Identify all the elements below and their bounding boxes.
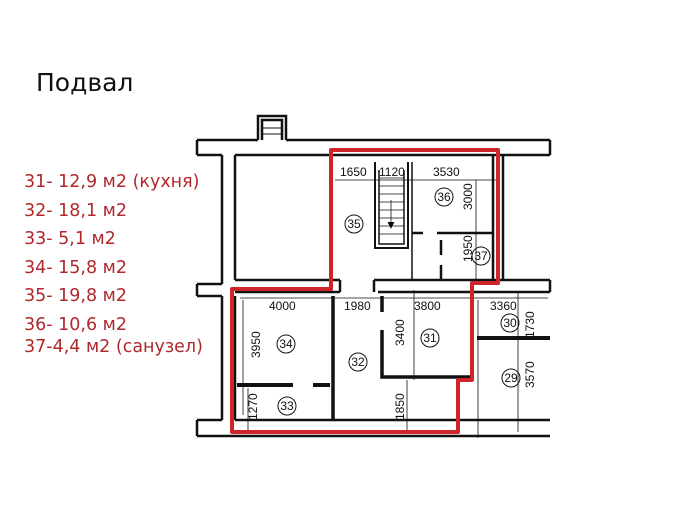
- room-markers: [276, 187, 521, 416]
- dimension-lines: [240, 179, 548, 438]
- room-33: 33: [280, 399, 294, 413]
- room-31: 31: [423, 331, 437, 345]
- legend-item: 31- 12,9 м2 (кухня): [24, 172, 200, 192]
- svg-text:4000: 4000: [269, 299, 296, 313]
- svg-text:3530: 3530: [433, 165, 460, 179]
- svg-text:1980: 1980: [344, 299, 371, 313]
- legend-item: 36- 10,6 м2: [24, 314, 128, 335]
- walls: [195, 114, 552, 438]
- svg-text:1650: 1650: [340, 165, 367, 179]
- legend-item: 34- 15,8 м2: [24, 257, 128, 278]
- svg-text:1850: 1850: [393, 393, 407, 420]
- floor-title: Подвал: [36, 68, 134, 97]
- room-35: 35: [347, 217, 361, 231]
- room-37: 37: [474, 249, 488, 263]
- room-29: 29: [504, 371, 518, 385]
- svg-text:1730: 1730: [523, 311, 537, 338]
- room-36: 36: [437, 190, 451, 204]
- svg-text:3400: 3400: [393, 319, 407, 346]
- svg-text:1950: 1950: [461, 235, 475, 262]
- room-34: 34: [279, 337, 293, 351]
- svg-text:3360: 3360: [490, 299, 517, 313]
- dimension-labels: 1650 1120 3530 3000 1950 4000 1980 3800 …: [246, 165, 537, 420]
- room-32: 32: [351, 355, 365, 369]
- legend-item: 32- 18,1 м2: [24, 200, 128, 221]
- svg-text:1120: 1120: [379, 165, 405, 179]
- svg-text:3800: 3800: [414, 299, 441, 313]
- room-30: 30: [503, 316, 517, 330]
- legend-item: 37-4,4 м2 (санузел): [24, 337, 203, 357]
- svg-text:3950: 3950: [249, 331, 263, 358]
- legend-item: 35- 19,8 м2: [24, 286, 128, 306]
- svg-text:3000: 3000: [461, 183, 475, 210]
- stairs-icon: [379, 177, 404, 235]
- room-area-legend: 31- 12,9 м2 (кухня) 32- 18,1 м2 33- 5,1 …: [24, 168, 203, 362]
- legend-item: 33- 5,1 м2: [24, 229, 116, 249]
- svg-text:1270: 1270: [246, 393, 260, 420]
- svg-text:3570: 3570: [523, 361, 537, 388]
- apartment-boundary: [230, 148, 500, 434]
